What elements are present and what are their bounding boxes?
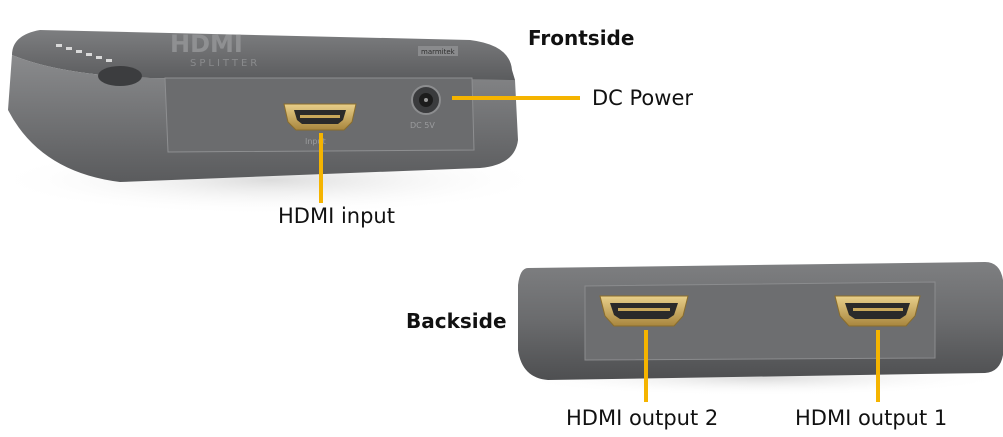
- logo-text: HDMI: [170, 30, 243, 58]
- hdmi-output-1-label: HDMI output 1: [795, 406, 948, 430]
- front-device: HDMI SPLITTER marmitek Input DC 5V: [0, 30, 550, 215]
- brand-badge-text: marmitek: [421, 48, 456, 56]
- hdmi-output-1-leader-line: [876, 330, 880, 402]
- dc-power-leader-line: [452, 96, 580, 100]
- hdmi-output-2-leader-line: [644, 330, 648, 402]
- brand-badge: [418, 46, 458, 56]
- input-port-label: Input: [305, 137, 326, 146]
- dc-jack-icon: [411, 85, 441, 115]
- hdmi-output-2-label: HDMI output 2: [566, 406, 719, 430]
- dc-power-label: DC Power: [592, 86, 694, 110]
- hdmi-output-2-port-icon: [599, 295, 689, 327]
- button-icon: [98, 66, 142, 86]
- hdmi-input-leader-line: [319, 133, 323, 203]
- frontside-label: Frontside: [528, 26, 635, 50]
- led-indicators: [56, 44, 112, 62]
- hdmi-output-1-port-icon: [834, 295, 921, 327]
- logo-subtext: SPLITTER: [190, 58, 260, 69]
- dc-port-label: DC 5V: [410, 121, 435, 130]
- back-device: [510, 262, 1003, 396]
- hdmi-input-label: HDMI input: [278, 204, 395, 228]
- backside-label: Backside: [406, 309, 507, 333]
- hdmi-input-port-icon: [283, 103, 357, 131]
